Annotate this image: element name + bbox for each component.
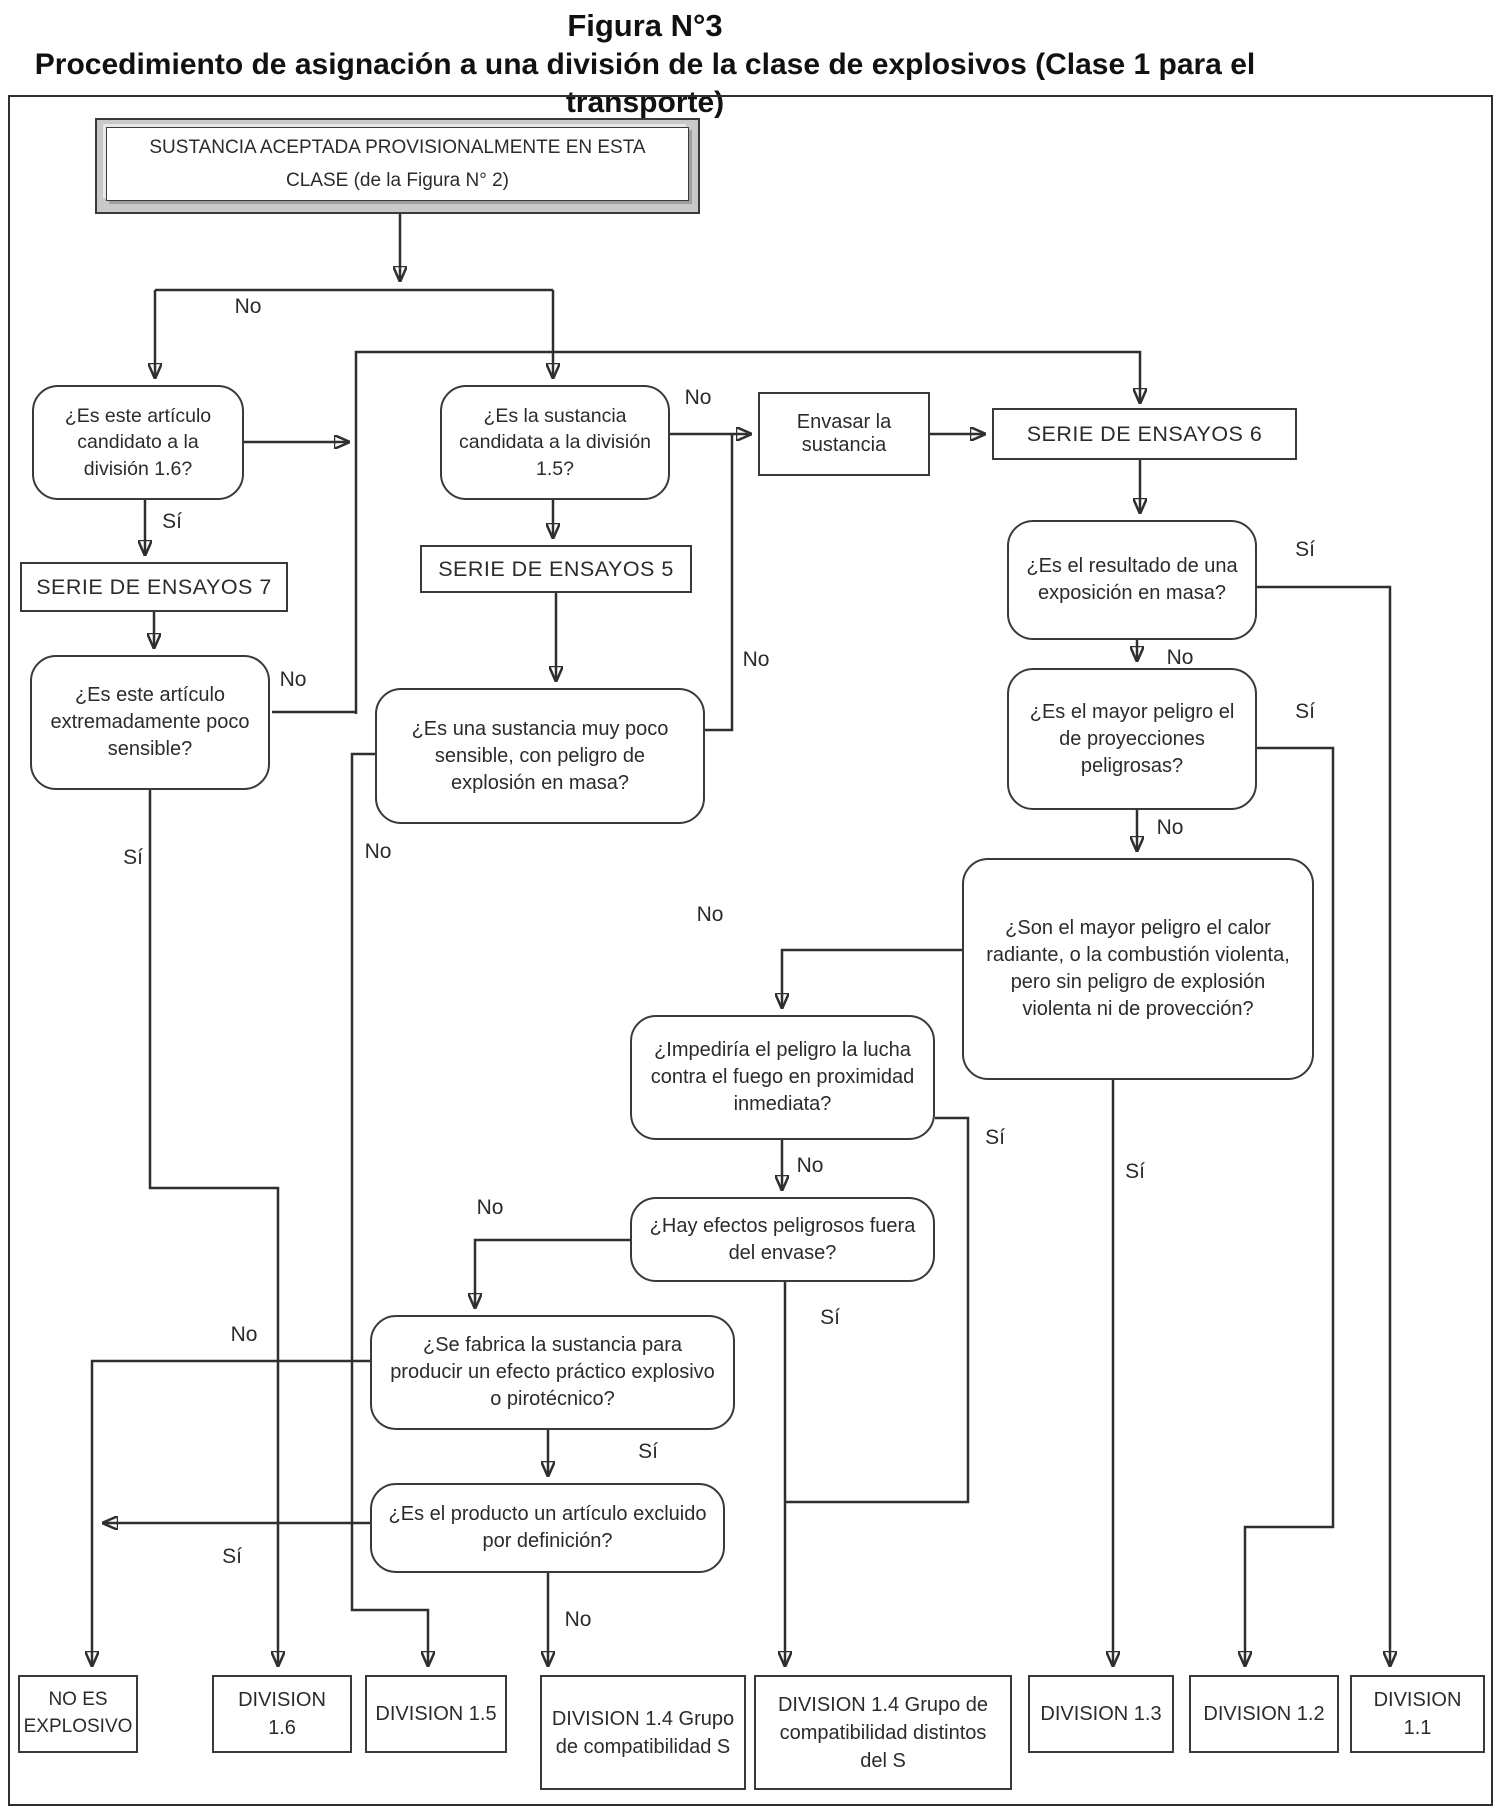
node-division-1-3: DIVISION 1.3	[1028, 1675, 1174, 1753]
node-division-1-4-grupo-s: DIVISION 1.4 Grupo de compatibilidad S	[540, 1675, 746, 1790]
node-question-proyecciones-peligrosas: ¿Es el mayor peligro el de proyecciones …	[1007, 668, 1257, 810]
label-no-son: No	[696, 903, 724, 926]
node-division-1-4-distintos-s: DIVISION 1.4 Grupo de compatibilidad dis…	[754, 1675, 1012, 1790]
edge-expos-si	[1257, 585, 1390, 1665]
label-si-imped: Sí	[985, 1126, 1005, 1149]
node-division-1-6: DIVISION 1.6	[212, 1675, 352, 1753]
node-question-excluido-definicion: ¿Es el producto un artículo excluido por…	[370, 1483, 725, 1573]
edge-muypoco-no	[705, 434, 734, 732]
node-start-text: SUSTANCIA ACEPTADA PROVISIONALMENTE EN E…	[106, 127, 689, 201]
label-no-hay: No	[476, 1196, 504, 1219]
node-question-efectos-fuera-envase: ¿Hay efectos peligrosos fuera del envase…	[630, 1197, 935, 1282]
edge-muypoco-si	[350, 752, 428, 1665]
node-question-se-fabrica: ¿Se fabrica la sustancia para producir u…	[370, 1315, 735, 1430]
node-question-impediria-lucha-fuego: ¿Impediría el peligro la lucha contra el…	[630, 1015, 935, 1140]
edge-extrem-si	[148, 790, 278, 1665]
label-si-excluido: Sí	[222, 1545, 242, 1568]
edge-son-no	[782, 948, 962, 1007]
label-no-extrem: No	[279, 668, 307, 691]
label-si-muypoco: No	[364, 840, 392, 863]
label-si-proyec: Sí	[1295, 700, 1315, 723]
node-no-es-explosivo: NO ES EXPLOSIVO	[18, 1675, 138, 1753]
node-envasar-sustancia: Envasar la sustancia	[758, 392, 930, 476]
label-no-expos: No	[1166, 646, 1194, 669]
label-no-split: No	[234, 295, 262, 318]
node-start: SUSTANCIA ACEPTADA PROVISIONALMENTE EN E…	[95, 118, 700, 214]
label-si-extrem: Sí	[123, 846, 143, 869]
edge-hay-no	[475, 1238, 630, 1307]
node-division-1-2: DIVISION 1.2	[1189, 1675, 1339, 1753]
node-question-exposicion-en-masa: ¿Es el resultado de una exposición en ma…	[1007, 520, 1257, 640]
edge-fabrica-no	[92, 1359, 370, 1665]
figure-caption: Procedimiento de asignación a una divisi…	[34, 47, 1256, 120]
label-no-q15: No	[684, 386, 712, 409]
label-no-excluido: No	[564, 1608, 592, 1631]
edge-proyec-si	[1245, 746, 1335, 1665]
node-question-muy-poco-sensible: ¿Es una sustancia muy poco sensible, con…	[375, 688, 705, 824]
node-serie-ensayos-6: SERIE DE ENSAYOS 6	[992, 408, 1297, 460]
node-serie-ensayos-7: SERIE DE ENSAYOS 7	[20, 562, 288, 612]
node-question-division-1-5: ¿Es la sustancia candidata a la división…	[440, 385, 670, 500]
label-si-fabrica: Sí	[638, 1440, 658, 1463]
figure-title: Figura N°3 Procedimiento de asignación a…	[20, 6, 1270, 122]
label-si-q16: Sí	[162, 510, 182, 533]
edge-riser-no	[354, 350, 1140, 714]
label-no-fabrica: No	[230, 1323, 258, 1346]
label-no-imped: No	[796, 1154, 824, 1177]
figure-number: Figura N°3	[567, 8, 723, 43]
node-question-calor-radiante: ¿Son el mayor peligro el calor radiante,…	[962, 858, 1314, 1080]
label-no-proyec: No	[1156, 816, 1184, 839]
node-question-extremadamente-poco-sensible: ¿Es este artículo extremadamente poco se…	[30, 655, 270, 790]
label-no-muypoco: No	[742, 648, 770, 671]
label-si-hay: Sí	[820, 1306, 840, 1329]
node-serie-ensayos-5: SERIE DE ENSAYOS 5	[420, 545, 692, 593]
label-si-expos: Sí	[1295, 538, 1315, 561]
label-si-son: Sí	[1125, 1160, 1145, 1183]
node-division-1-1: DIVISION 1.1	[1350, 1675, 1485, 1753]
node-division-1-5: DIVISION 1.5	[365, 1675, 507, 1753]
chart-border	[8, 95, 1493, 1806]
node-question-division-1-6: ¿Es este artículo candidato a la divisió…	[32, 385, 244, 500]
edge-imped-si	[785, 1116, 970, 1504]
